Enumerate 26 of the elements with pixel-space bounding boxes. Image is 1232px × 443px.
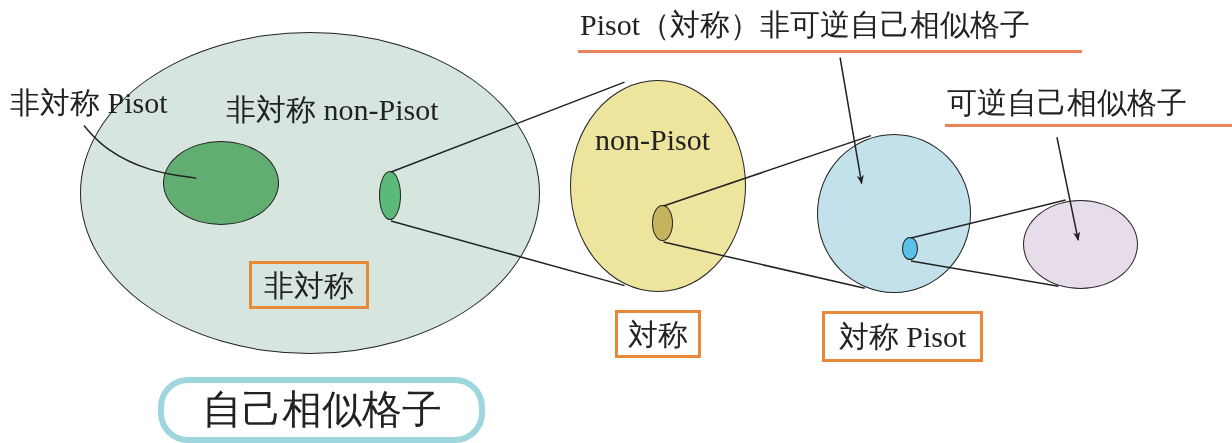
- label-text: 非対称: [264, 268, 355, 302]
- subset-ellipse: [379, 171, 402, 221]
- connector-line: [662, 241, 866, 289]
- leader-arrow: [839, 56, 864, 185]
- underlined-heading: [945, 86, 1232, 127]
- category-label: [615, 310, 701, 358]
- heading-text: Pisot（対称）非可逆自己相似格子: [580, 8, 1031, 41]
- connector-line: [910, 199, 1067, 239]
- title-box: [158, 377, 485, 443]
- label-text: 対称: [628, 317, 688, 351]
- set-label: 非対称 non-Pisot: [226, 93, 439, 126]
- category-label: [822, 311, 983, 362]
- connector-line: [390, 220, 626, 287]
- underlined-heading: [578, 8, 1082, 53]
- label-text: 対称 Pisot: [838, 320, 967, 353]
- leader-arrow: [1056, 136, 1081, 241]
- connector-line: [910, 260, 1060, 288]
- connector-line: [83, 124, 198, 179]
- label-text: 自己相似格子: [201, 388, 442, 432]
- connector-line: [662, 134, 872, 207]
- set-label: non-Pisot: [595, 123, 711, 156]
- subset-ellipse: [902, 237, 919, 261]
- category-label: [249, 261, 370, 310]
- subset-ellipse: [652, 205, 674, 242]
- connector-line: [390, 81, 626, 173]
- heading-text: 可逆自己相似格子: [947, 86, 1187, 119]
